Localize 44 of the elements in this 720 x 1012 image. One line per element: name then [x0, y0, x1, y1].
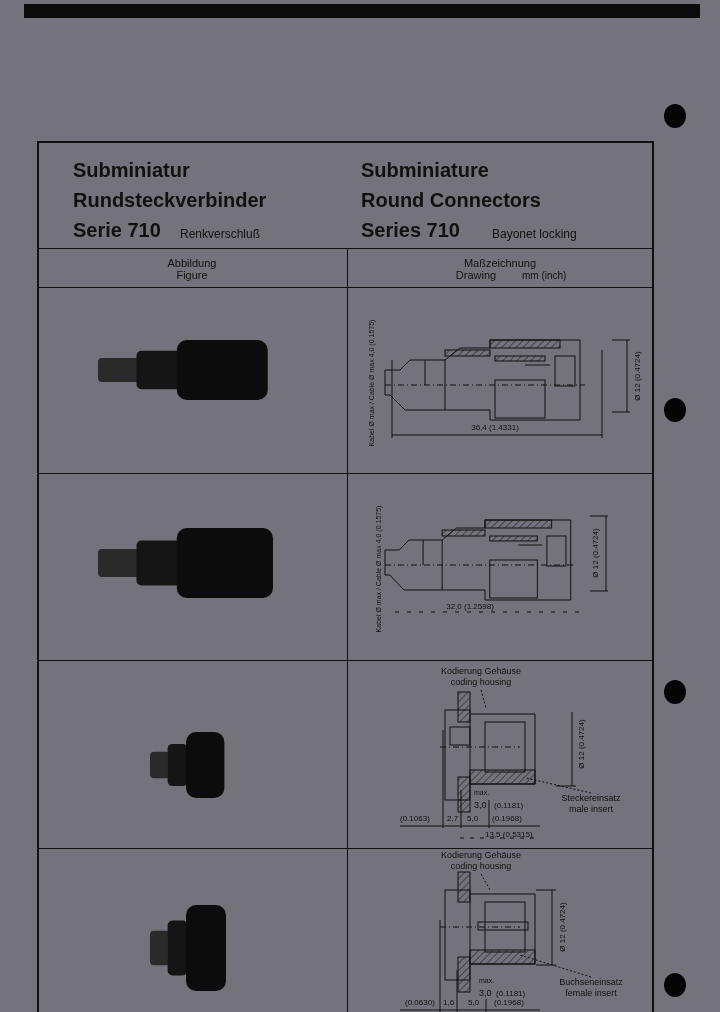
title-text: Series 710	[361, 220, 460, 240]
label-text: (0.1181)	[494, 802, 524, 810]
label-text: 2,7	[447, 815, 459, 823]
title-text: Subminiatur	[73, 160, 190, 180]
label-text: 36,4 (1.4331)	[471, 424, 519, 432]
label-text: Maßzeichnung	[463, 258, 537, 269]
callout-text: female insert	[565, 988, 617, 999]
label-text: (0.0630)	[405, 999, 435, 1007]
callout-text: Kodierung Gehäuse	[440, 850, 522, 861]
title-text: Serie 710	[73, 220, 161, 240]
label-text: 3,0	[474, 801, 487, 810]
label-text: 13,5 (0.5315)	[485, 831, 533, 839]
label-text: 5,0	[467, 815, 479, 823]
dimension-text: Ø 12 (0.4724)	[559, 902, 567, 952]
label-text: (0.1063)	[400, 815, 430, 823]
label-text: 1,6	[443, 999, 455, 1007]
label-text: Abbildung	[167, 258, 217, 269]
label-text: 3,0	[479, 989, 492, 998]
label-text: Figure	[176, 270, 208, 281]
label-text: Drawing	[455, 270, 497, 281]
title-text: Round Connectors	[361, 190, 541, 210]
callout-text: coding housing	[450, 677, 512, 688]
callout-text: Buchseneinsatz	[559, 977, 623, 988]
label-text: (0.1968)	[492, 815, 522, 823]
label-text: mm (inch)	[522, 271, 567, 281]
callout-text: coding housing	[450, 861, 512, 872]
dimension-text: Ø 12 (0.4724)	[634, 351, 642, 401]
label-text: Bayonet locking	[492, 228, 577, 240]
dimension-text: Ø 12 (0.4724)	[578, 719, 586, 769]
dimension-text: Ø 12 (0.4724)	[592, 528, 600, 578]
callout-text: Kodierung Gehäuse	[440, 666, 522, 677]
title-text: Rundsteckverbinder	[73, 190, 267, 210]
label-text: (0.1968)	[494, 999, 524, 1007]
leader-line	[525, 777, 592, 794]
leader-line	[480, 689, 487, 709]
label-text: 5,0	[468, 999, 480, 1007]
leader-line	[519, 954, 592, 978]
label-text: Renkverschluß	[180, 228, 261, 240]
title-text: Subminiature	[361, 160, 489, 180]
leader-line	[480, 873, 491, 891]
callout-text: male insert	[569, 804, 613, 815]
label-text: 32,0 (1.2598)	[446, 603, 494, 611]
callout-text: Steckereinsatz	[561, 793, 621, 804]
label-text: (0.1181)	[496, 990, 526, 998]
